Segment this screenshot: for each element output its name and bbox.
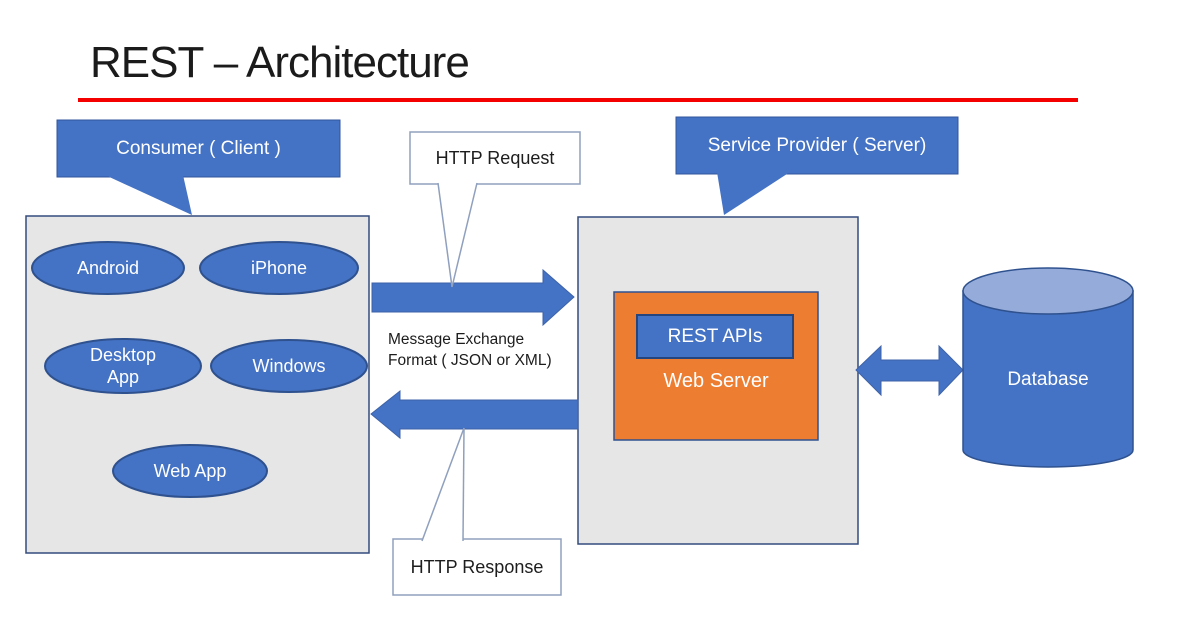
http-request-callout-box [409, 131, 581, 185]
service-provider-callout-tail [717, 172, 790, 215]
http-request-arrow [371, 268, 575, 327]
http-response-callout-box [392, 538, 562, 596]
server-database-double-arrow [855, 344, 964, 397]
rest-apis-box [636, 314, 794, 359]
http-response-arrow [370, 389, 579, 440]
page-title: REST – Architecture [90, 38, 470, 87]
http-request-callout-tail [438, 181, 477, 287]
title-underline-rule [78, 98, 1078, 102]
iphone-ellipse [199, 241, 359, 295]
consumer-callout-box [56, 119, 341, 178]
service-provider-callout-box [675, 116, 959, 175]
database-cylinder-top [962, 267, 1134, 315]
windows-ellipse [210, 339, 368, 393]
http-response-tail-edge-right [462, 427, 465, 542]
http-request-tail-edge-left [437, 182, 453, 288]
message-exchange-line2: Format ( JSON or XML) [388, 351, 552, 369]
message-exchange-note: Message Exchange Format ( JSON or XML) [388, 330, 578, 372]
web-app-ellipse [112, 444, 268, 498]
http-response-tail-edge-left [421, 427, 465, 542]
http-request-tail-edge-right [451, 182, 478, 288]
desktop-app-ellipse [44, 338, 202, 394]
database-cylinder-body [962, 290, 1134, 468]
consumer-callout-tail [105, 175, 192, 215]
android-ellipse [31, 241, 185, 295]
message-exchange-line1: Message Exchange [388, 331, 525, 348]
